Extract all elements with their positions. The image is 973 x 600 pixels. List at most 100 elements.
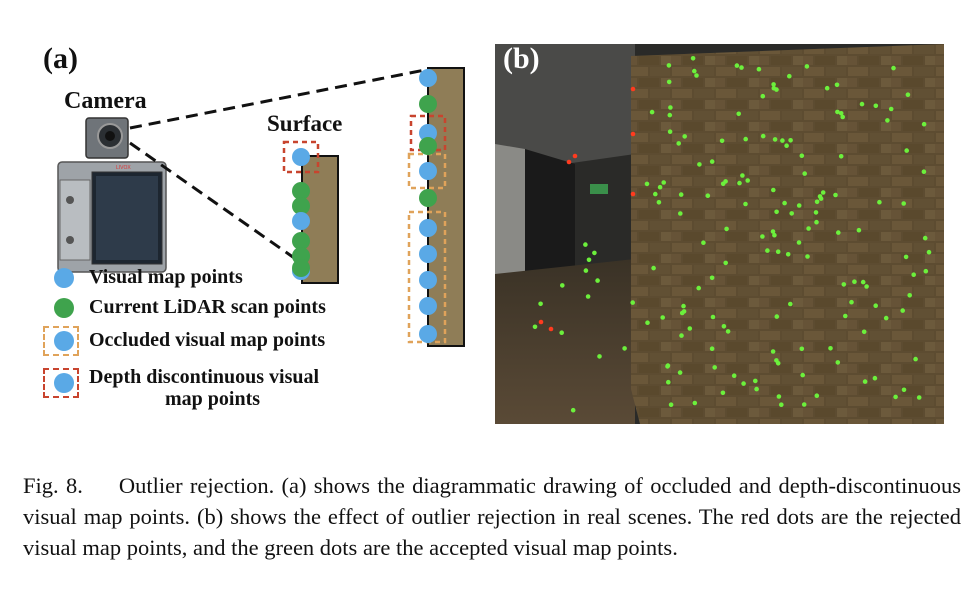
lidar-scan-point	[292, 197, 310, 215]
accepted-point	[905, 92, 911, 97]
accepted-point	[725, 329, 731, 334]
visual-map-point	[419, 124, 437, 142]
visual-map-point	[419, 325, 437, 343]
accepted-point	[592, 250, 597, 256]
accepted-point	[893, 394, 898, 400]
accepted-point	[775, 249, 781, 254]
visual-map-point	[292, 148, 310, 166]
accepted-point	[771, 82, 776, 87]
accepted-point	[864, 284, 869, 289]
accepted-point	[913, 356, 918, 362]
accepted-point	[833, 192, 838, 198]
accepted-point	[731, 373, 737, 379]
accepted-point	[923, 268, 929, 274]
surface-label: Surface	[267, 111, 343, 136]
camera-label: Camera	[64, 88, 147, 114]
panel-a-label: (a)	[43, 42, 78, 75]
accepted-point	[779, 402, 784, 408]
accepted-point	[820, 190, 826, 195]
accepted-point	[838, 154, 844, 159]
rejected-point	[630, 86, 636, 92]
accepted-point	[852, 279, 857, 284]
accepted-point	[780, 138, 785, 143]
camera-model-text: LIVOX	[116, 165, 131, 171]
accepted-point	[813, 210, 819, 215]
accepted-point	[696, 285, 701, 291]
lidar-scan-point	[419, 189, 437, 207]
depth-discontinuous-box	[282, 140, 320, 174]
accepted-point	[690, 56, 696, 61]
accepted-point	[734, 63, 740, 68]
accepted-point	[900, 308, 905, 313]
lidar-scan-point	[292, 259, 310, 277]
panel-b-label: (b)	[503, 42, 540, 75]
accepted-point	[849, 299, 854, 305]
rejected-point	[538, 319, 544, 325]
accepted-point	[736, 111, 741, 117]
accepted-point	[802, 171, 807, 176]
accepted-point	[709, 275, 715, 281]
accepted-point	[885, 118, 890, 123]
legend-label: Visual map points	[89, 266, 243, 288]
accepted-point	[743, 136, 748, 142]
accepted-point	[532, 324, 538, 330]
real-scene-photo	[495, 44, 944, 424]
accepted-point	[840, 114, 845, 120]
accepted-point	[789, 211, 794, 216]
accepted-point	[597, 354, 602, 359]
accepted-point	[741, 381, 746, 386]
accepted-point	[903, 254, 909, 260]
visual-map-point	[419, 271, 437, 289]
photo-scene	[495, 44, 944, 424]
accepted-point	[724, 226, 729, 232]
accepted-point	[653, 191, 658, 197]
accepted-point	[817, 194, 823, 199]
accepted-point	[677, 370, 683, 375]
accepted-point	[774, 314, 780, 319]
accepted-point	[883, 315, 889, 321]
exit-sign-icon	[590, 184, 608, 194]
accepted-point	[705, 193, 711, 198]
accepted-point	[788, 301, 793, 307]
accepted-point	[835, 360, 841, 365]
accepted-point	[860, 279, 866, 285]
rejected-points	[538, 86, 636, 332]
accepted-point	[645, 320, 650, 326]
blue-dot-icon	[54, 268, 74, 288]
accepted-point	[901, 387, 907, 393]
accepted-point	[583, 268, 589, 273]
lidar-scan-point	[292, 182, 310, 200]
accepted-point	[800, 372, 805, 378]
accepted-point	[666, 63, 672, 68]
accepted-point	[712, 365, 717, 370]
accepted-point	[583, 242, 588, 247]
accepted-point	[676, 141, 681, 146]
orange-dashed-box-icon	[43, 326, 79, 356]
visual-map-point	[419, 219, 437, 237]
accepted-point	[668, 402, 674, 408]
accepted-point	[667, 129, 673, 134]
accepted-point	[740, 173, 745, 178]
accepted-point	[743, 201, 748, 207]
accepted-point	[666, 379, 671, 385]
accepted-point	[916, 395, 922, 400]
accepted-point	[678, 211, 683, 216]
accepted-point	[668, 105, 673, 110]
accepted-point	[774, 358, 779, 363]
accepted-point	[560, 283, 565, 288]
accepted-point	[538, 301, 543, 307]
accepted-point	[719, 138, 725, 144]
accepted-point	[681, 309, 687, 314]
accepted-point	[622, 346, 627, 351]
legend-label: Occluded visual map points	[89, 329, 326, 351]
legend-label: Current LiDAR scan points	[89, 296, 326, 318]
accepted-point	[926, 249, 932, 255]
legend-label-line2: map points	[165, 388, 261, 410]
frustum-top-line	[129, 68, 426, 130]
lidar-scan-point	[419, 137, 437, 155]
lidar-scan-point	[292, 232, 310, 250]
visual-map-point	[419, 245, 437, 263]
accepted-point	[595, 278, 600, 283]
accepted-point	[586, 257, 592, 263]
accepted-point	[651, 265, 656, 271]
